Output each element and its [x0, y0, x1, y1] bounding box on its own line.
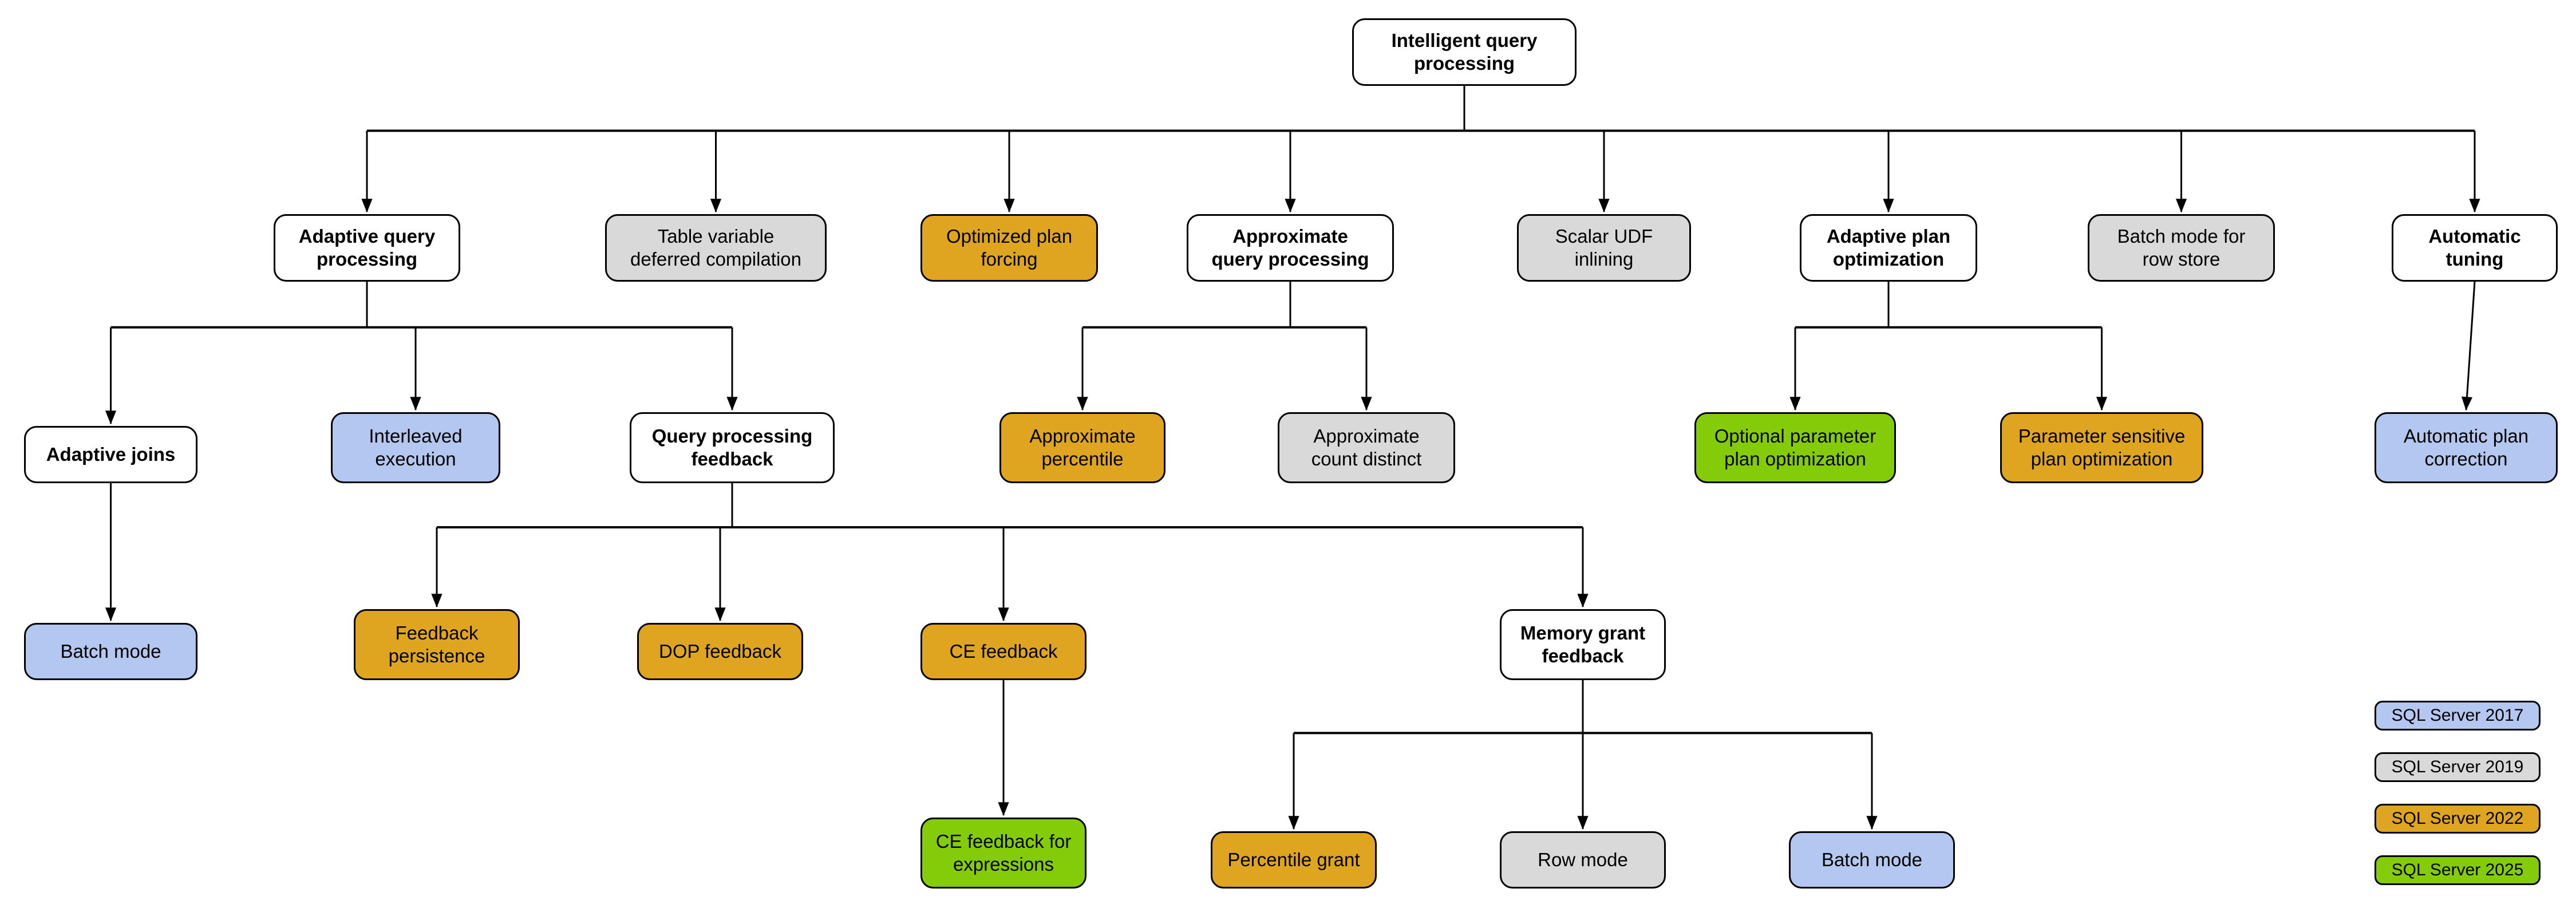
- node-label: Percentile grant: [1227, 848, 1360, 870]
- node-dopf[interactable]: DOP feedback: [637, 623, 803, 680]
- node-aj[interactable]: Adaptive joins: [24, 426, 197, 483]
- node-tvdc[interactable]: Table variable deferred compilation: [605, 214, 827, 282]
- node-label: Optimized plan forcing: [946, 225, 1073, 270]
- node-label: Scalar UDF inlining: [1555, 225, 1653, 270]
- node-acd[interactable]: Approximate count distinct: [1278, 412, 1455, 483]
- node-cef[interactable]: CE feedback: [920, 623, 1086, 680]
- node-at[interactable]: Automatic tuning: [2392, 214, 2558, 282]
- node-oppo[interactable]: Optional parameter plan optimization: [1694, 412, 1896, 483]
- node-opf[interactable]: Optimized plan forcing: [920, 214, 1098, 282]
- node-ap[interactable]: Approximate percentile: [999, 412, 1165, 483]
- node-label: CE feedback for expressions: [935, 830, 1072, 875]
- node-label: Approximate percentile: [1029, 425, 1136, 469]
- legend-item-label: SQL Server 2025: [2391, 860, 2524, 879]
- legend-item-sql-server-2025: SQL Server 2025: [2374, 855, 2541, 885]
- node-fp[interactable]: Feedback persistence: [354, 609, 520, 680]
- node-label: Optional parameter plan optimization: [1714, 425, 1876, 469]
- node-label: Approximate count distinct: [1311, 425, 1422, 469]
- node-label: Automatic plan correction: [2403, 425, 2529, 469]
- node-label: Parameter sensitive plan optimization: [2018, 425, 2186, 469]
- edge-segment: [2461, 281, 2476, 411]
- legend-item-label: SQL Server 2017: [2391, 706, 2524, 725]
- node-mgf[interactable]: Memory grant feedback: [1500, 609, 1666, 680]
- node-aqp[interactable]: Adaptive query processing: [274, 214, 460, 282]
- legend-item-sql-server-2019: SQL Server 2019: [2374, 752, 2541, 782]
- node-apqp[interactable]: Approximate query processing: [1187, 214, 1394, 282]
- legend-item-label: SQL Server 2022: [2391, 809, 2524, 828]
- node-label: Table variable deferred compilation: [630, 225, 801, 270]
- node-label: CE feedback: [949, 640, 1058, 662]
- node-pspo[interactable]: Parameter sensitive plan optimization: [2000, 412, 2203, 483]
- node-label: Intelligent query processing: [1391, 29, 1538, 74]
- node-label: Interleaved execution: [369, 425, 463, 469]
- node-label: Row mode: [1538, 848, 1628, 870]
- node-pg[interactable]: Percentile grant: [1211, 831, 1377, 889]
- node-cefe[interactable]: CE feedback for expressions: [920, 818, 1086, 889]
- legend-item-sql-server-2017: SQL Server 2017: [2374, 701, 2541, 731]
- legend-item-sql-server-2022: SQL Server 2022: [2374, 804, 2541, 834]
- node-label: Adaptive joins: [46, 443, 176, 465]
- node-label: Approximate query processing: [1211, 225, 1369, 270]
- node-label: Batch mode: [60, 640, 161, 662]
- node-label: Query processing feedback: [651, 425, 813, 469]
- node-root[interactable]: Intelligent query processing: [1352, 18, 1577, 86]
- node-label: Adaptive query processing: [298, 225, 436, 270]
- node-bm2[interactable]: Batch mode: [1789, 831, 1955, 889]
- node-label: Automatic tuning: [2428, 225, 2521, 270]
- node-bmrs[interactable]: Batch mode for row store: [2088, 214, 2275, 282]
- node-label: DOP feedback: [658, 640, 782, 662]
- legend-item-label: SQL Server 2019: [2391, 757, 2524, 776]
- node-label: Adaptive plan optimization: [1826, 225, 1951, 270]
- node-ie[interactable]: Interleaved execution: [331, 412, 500, 483]
- node-udf[interactable]: Scalar UDF inlining: [1517, 214, 1691, 282]
- node-apc[interactable]: Automatic plan correction: [2374, 412, 2558, 483]
- node-label: Memory grant feedback: [1520, 622, 1646, 666]
- node-qpf[interactable]: Query processing feedback: [630, 412, 835, 483]
- node-label: Feedback persistence: [388, 622, 485, 666]
- node-rm[interactable]: Row mode: [1500, 831, 1666, 889]
- node-apo[interactable]: Adaptive plan optimization: [1800, 214, 1977, 282]
- node-bm1[interactable]: Batch mode: [24, 623, 197, 680]
- node-label: Batch mode: [1821, 848, 1923, 870]
- node-label: Batch mode for row store: [2117, 225, 2246, 270]
